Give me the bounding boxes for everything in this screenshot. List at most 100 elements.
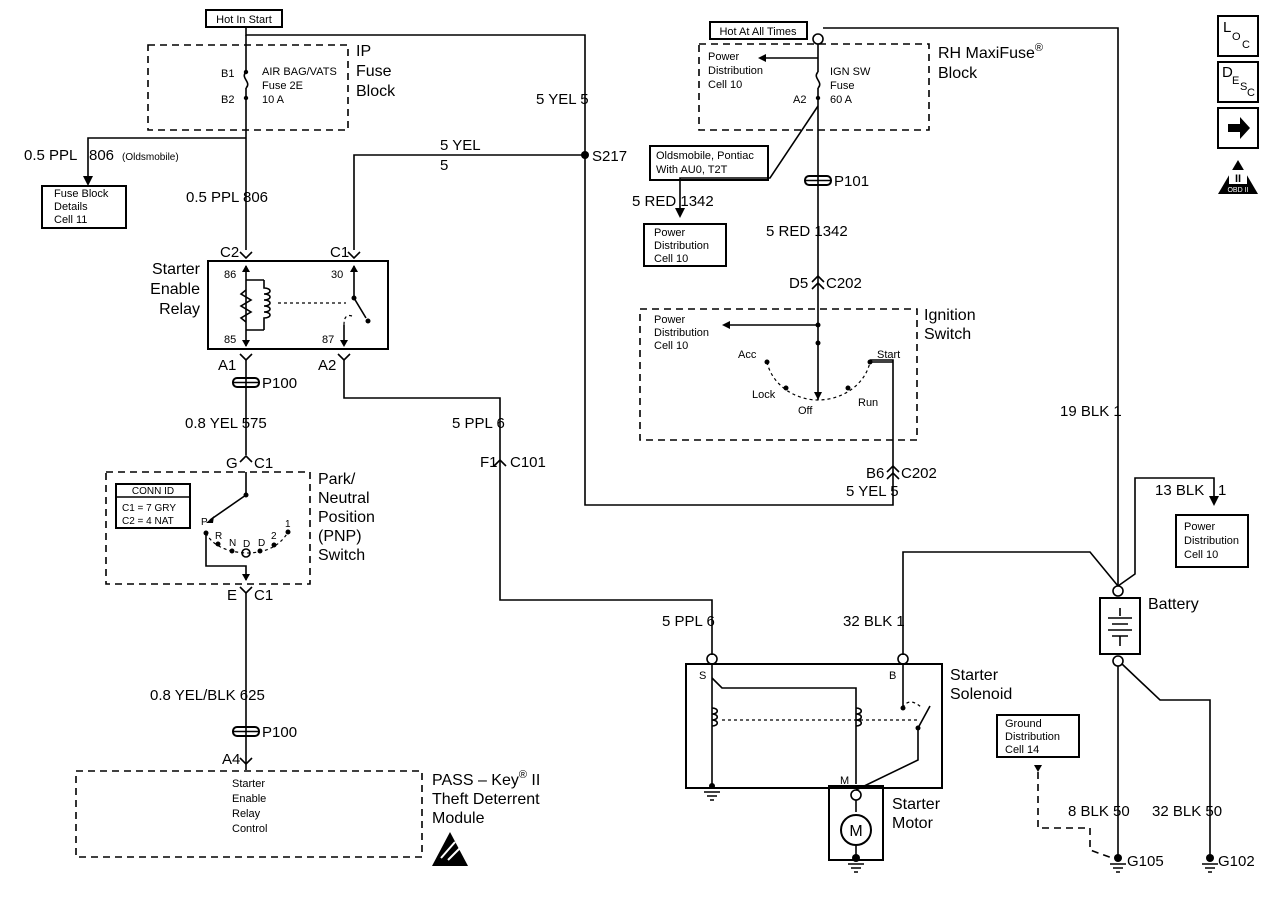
svg-text:B6: B6 [866, 465, 884, 482]
svg-text:Power: Power [654, 314, 686, 326]
svg-text:P100: P100 [262, 724, 297, 741]
svg-text:G102: G102 [1218, 853, 1255, 870]
svg-text:Ignition: Ignition [924, 307, 976, 324]
svg-text:5 YEL: 5 YEL [440, 137, 481, 154]
svg-text:8 BLK 50: 8 BLK 50 [1068, 803, 1130, 820]
conn-id-table: CONN ID C1 = 7 GRY C2 = 4 NAT [115, 483, 191, 529]
ip-fuse-block: IP Fuse Block B1 B2 AIR BAG/VATS Fuse 2E… [147, 43, 396, 131]
svg-text:C2: C2 [220, 244, 239, 261]
svg-text:Power: Power [654, 227, 686, 239]
svg-text:5 PPL 6: 5 PPL 6 [452, 415, 505, 432]
svg-text:D: D [243, 539, 250, 550]
svg-text:P100: P100 [262, 375, 297, 392]
svg-text:M: M [840, 775, 849, 787]
svg-text:13 BLK: 13 BLK [1155, 482, 1204, 499]
svg-text:IGN SW: IGN SW [830, 66, 871, 78]
svg-text:Start: Start [877, 349, 900, 361]
svg-text:RH MaxiFuse®: RH MaxiFuse® [938, 42, 1043, 62]
svg-text:AIR BAG/VATS: AIR BAG/VATS [262, 66, 337, 78]
svg-text:L: L [1223, 19, 1231, 36]
svg-text:0.5 PPL: 0.5 PPL [24, 147, 77, 164]
svg-text:0.5 PPL 806: 0.5 PPL 806 [186, 189, 268, 206]
svg-text:F1: F1 [480, 454, 498, 471]
svg-text:A2: A2 [793, 94, 806, 106]
svg-text:A4: A4 [222, 751, 240, 768]
svg-text:D5: D5 [789, 275, 808, 292]
svg-text:0.8 YEL 575: 0.8 YEL 575 [185, 415, 267, 432]
svg-text:Starter: Starter [232, 778, 265, 790]
svg-text:Park/: Park/ [318, 471, 356, 488]
svg-text:S: S [1240, 81, 1247, 93]
svg-text:Theft Deterrent: Theft Deterrent [432, 791, 540, 808]
svg-text:Run: Run [858, 397, 878, 409]
svg-text:C202: C202 [901, 465, 937, 482]
svg-text:O: O [1232, 31, 1241, 43]
svg-text:M: M [849, 823, 862, 840]
svg-text:86: 86 [224, 269, 236, 281]
svg-text:Block: Block [938, 65, 978, 82]
obd-ii-icon[interactable]: II OBD II [1218, 160, 1258, 194]
ground-g102-icon [1202, 854, 1218, 873]
p100-connector-top: P100 [232, 375, 297, 392]
svg-text:32 BLK 50: 32 BLK 50 [1152, 803, 1222, 820]
svg-text:1: 1 [285, 519, 291, 530]
svg-text:32 BLK 1: 32 BLK 1 [843, 613, 905, 630]
svg-text:Motor: Motor [892, 815, 934, 832]
svg-text:Cell 11: Cell 11 [54, 214, 87, 226]
svg-text:Off: Off [798, 405, 813, 417]
svg-text:C202: C202 [826, 275, 862, 292]
svg-text:5 YEL 5: 5 YEL 5 [536, 91, 589, 108]
hot-at-all-times-label: Hot At All Times [709, 21, 808, 40]
svg-text:Module: Module [432, 810, 485, 827]
svg-text:B1: B1 [221, 68, 234, 80]
svg-text:Fuse 2E: Fuse 2E [262, 80, 303, 92]
svg-text:G105: G105 [1127, 853, 1164, 870]
battery: Battery [1099, 585, 1199, 667]
next-arrow-icon[interactable] [1217, 107, 1259, 149]
svg-text:Cell 14: Cell 14 [1005, 744, 1039, 756]
svg-text:Fuse Block: Fuse Block [54, 188, 109, 200]
svg-text:10 A: 10 A [262, 94, 285, 106]
svg-text:Lock: Lock [752, 389, 776, 401]
svg-text:PASS – Key® II: PASS – Key® II [432, 769, 540, 789]
rh-maxifuse-block: RH MaxiFuse® Block Power Distribution Ce… [698, 33, 1043, 131]
svg-text:Oldsmobile, Pontiac: Oldsmobile, Pontiac [656, 150, 754, 162]
ground-g105-icon [1110, 854, 1126, 873]
power-distribution-ref-b: Power Distribution Cell 10 [1175, 514, 1249, 568]
svg-text:C1 = 7 GRY: C1 = 7 GRY [122, 503, 176, 514]
svg-text:5 YEL 5: 5 YEL 5 [846, 483, 899, 500]
svg-text:Cell 10: Cell 10 [654, 253, 688, 265]
svg-text:IP: IP [356, 43, 371, 60]
starter-motor: M Starter Motor [828, 785, 941, 873]
svg-text:Power: Power [708, 51, 740, 63]
svg-text:D: D [258, 538, 265, 549]
svg-text:Acc: Acc [738, 349, 757, 361]
svg-text:N: N [229, 538, 236, 549]
svg-text:Battery: Battery [1148, 596, 1199, 613]
loc-icon[interactable]: L O C [1217, 15, 1259, 57]
svg-text:B2: B2 [221, 94, 234, 106]
starter-solenoid: Starter Solenoid S B M [685, 653, 1012, 801]
svg-text:C1: C1 [330, 244, 349, 261]
svg-text:R: R [215, 531, 222, 542]
svg-text:E: E [1232, 75, 1239, 87]
svg-text:C1: C1 [254, 587, 273, 604]
svg-text:Cell 10: Cell 10 [708, 79, 742, 91]
desc-icon[interactable]: D E S C [1217, 61, 1259, 103]
svg-text:Starter: Starter [152, 261, 201, 278]
pass-key-module: Starter Enable Relay Control PASS – Key®… [75, 769, 540, 866]
olds-pontiac-note: Oldsmobile, Pontiac With AU0, T2T [649, 145, 769, 181]
svg-text:0.8 YEL/BLK 625: 0.8 YEL/BLK 625 [150, 687, 265, 704]
pnp-switch: G C1 Park/ Neutral Position (PNP) Switch… [105, 454, 375, 604]
svg-text:C: C [1242, 39, 1250, 51]
svg-text:Enable: Enable [150, 281, 200, 298]
svg-text:P: P [201, 517, 208, 528]
svg-text:5 RED 1342: 5 RED 1342 [632, 193, 714, 210]
svg-text:60 A: 60 A [830, 94, 853, 106]
svg-text:Power: Power [1184, 521, 1216, 533]
svg-text:(Oldsmobile): (Oldsmobile) [122, 152, 179, 163]
starter-enable-relay: Starter Enable Relay C2 C1 86 85 30 87 A… [150, 244, 389, 374]
svg-text:II: II [1235, 173, 1241, 185]
svg-text:Details: Details [54, 201, 88, 213]
